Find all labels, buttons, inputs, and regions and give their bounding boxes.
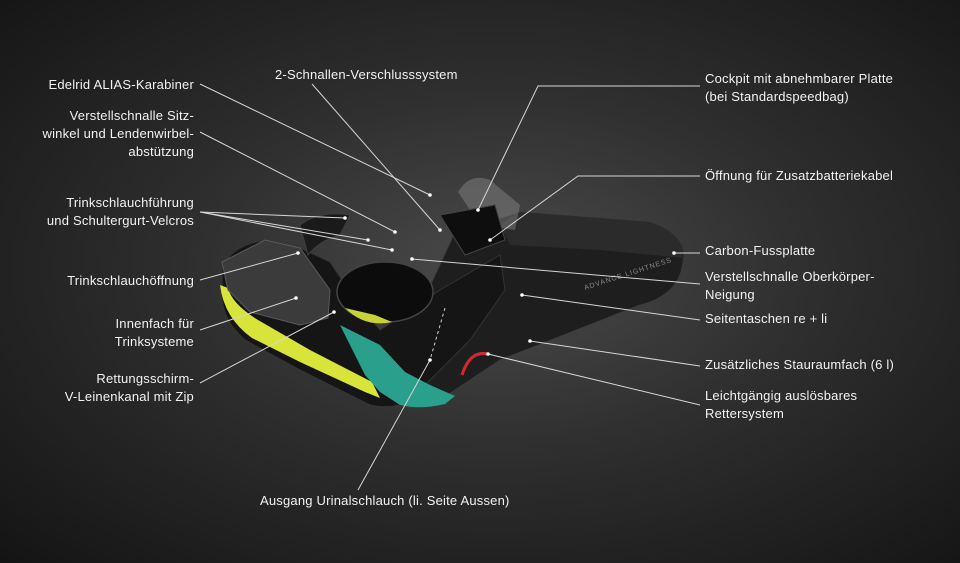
- leader-verstell-sitz: [199, 131, 396, 233]
- leader-trinkoeffnung: [199, 252, 299, 281]
- leader-lines: [199, 83, 701, 491]
- leader-batterie: [489, 175, 700, 241]
- leader-oberkoerper: [411, 258, 701, 285]
- label-verstell-sitz: Verstellschnalle Sitz- winkel und Lenden…: [42, 108, 194, 159]
- label-cockpit: Cockpit mit abnehmbarer Platte (bei Stan…: [705, 71, 894, 104]
- label-rettersystem: Leichtgängig auslösbares Rettersystem: [705, 388, 858, 421]
- leader-dots: [294, 193, 676, 362]
- yellow-stripe: [220, 285, 380, 398]
- label-edelrid: Edelrid ALIAS-Karabiner: [48, 77, 194, 92]
- speedbag-top: [500, 212, 685, 258]
- side-panel: [221, 239, 331, 326]
- leader-edelrid: [199, 83, 431, 196]
- teal-panel: [340, 325, 455, 408]
- label-urinal: Ausgang Urinalschlauch (li. Seite Aussen…: [260, 493, 510, 508]
- seat-cushion: [345, 308, 392, 324]
- cockpit-block: [439, 204, 506, 256]
- rescue-handle: [460, 351, 489, 376]
- label-stauraum: Zusätzliches Stauraumfach (6 l): [705, 357, 894, 372]
- label-seitentaschen: Seitentaschen re + li: [705, 311, 828, 326]
- harness-illustration: ADVANCE LIGHTNESS: [220, 177, 685, 409]
- leader-urinal: [357, 359, 431, 491]
- label-batterie: Öffnung für Zusatzbatteriekabel: [705, 168, 894, 183]
- leader-innenfach: [199, 297, 297, 331]
- label-oberkoerper: Verstellschnalle Oberkörper- Neigung: [705, 269, 875, 302]
- leader-stauraum: [529, 340, 701, 367]
- label-trinkschlauch-fuehrung: Trinkschlauchführung und Schultergurt-Ve…: [46, 195, 194, 228]
- leader-trink-1: [199, 211, 346, 219]
- label-carbon: Carbon-Fussplatte: [705, 243, 816, 258]
- leader-schnallen: [311, 83, 441, 231]
- label-schnallen: 2-Schnallen-Verschlusssystem: [275, 67, 458, 82]
- leader-trink-2: [199, 211, 369, 241]
- leader-seitentaschen: [521, 294, 701, 321]
- leader-trink-3: [199, 211, 393, 251]
- label-trinkschlauch-oeffnung: Trinkschlauchöffnung: [67, 273, 194, 288]
- cockpit-shield: [458, 177, 520, 230]
- leader-rettung: [199, 311, 335, 384]
- strap-loop: [299, 213, 351, 257]
- leader-cockpit: [477, 85, 700, 211]
- label-innenfach: Innenfach für Trinksysteme: [114, 316, 194, 349]
- leader-rettersystem: [487, 353, 701, 406]
- label-rettungsschirm: Rettungsschirm- V-Leinenkanal mit Zip: [64, 371, 194, 404]
